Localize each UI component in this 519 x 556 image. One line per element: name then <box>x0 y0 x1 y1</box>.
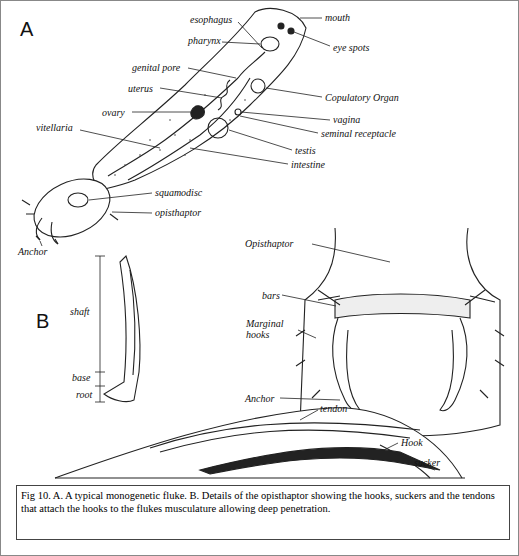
part-label: opisthaptor <box>155 207 201 218</box>
part-label: root <box>76 389 92 400</box>
part-label: base <box>72 372 90 383</box>
part-label: Marginal hooks <box>246 318 290 340</box>
part-label: bars <box>262 290 280 301</box>
part-label: tendon <box>320 403 347 414</box>
part-label: seminal receptacle <box>321 128 396 139</box>
part-label: Hook <box>401 437 423 448</box>
part-label: testis <box>295 145 316 156</box>
part-label: Anchor <box>18 246 47 257</box>
part-label: mouth <box>325 12 350 23</box>
part-label: shaft <box>70 306 89 317</box>
panel-letter: B <box>36 310 49 332</box>
part-label: uterus <box>128 83 153 94</box>
part-label: vitellaria <box>36 122 73 133</box>
part-label: sucker <box>414 457 440 468</box>
part-label: Copulatory Organ <box>325 92 399 103</box>
part-label: genital pore <box>132 62 180 73</box>
part-label: eye spots <box>333 42 369 53</box>
part-label: vagina <box>333 114 360 125</box>
part-label: intestine <box>291 159 325 170</box>
part-label: Anchor <box>245 393 274 404</box>
figure-caption: Fig 10. A. A typical monogenetic fluke. … <box>21 489 505 515</box>
part-label: Opisthaptor <box>245 238 293 249</box>
part-label: squamodisc <box>155 187 202 198</box>
part-label: esophagus <box>190 14 232 25</box>
panel-letter: A <box>20 18 33 40</box>
part-label: ovary <box>102 107 125 118</box>
part-label: pharynx <box>188 35 221 46</box>
